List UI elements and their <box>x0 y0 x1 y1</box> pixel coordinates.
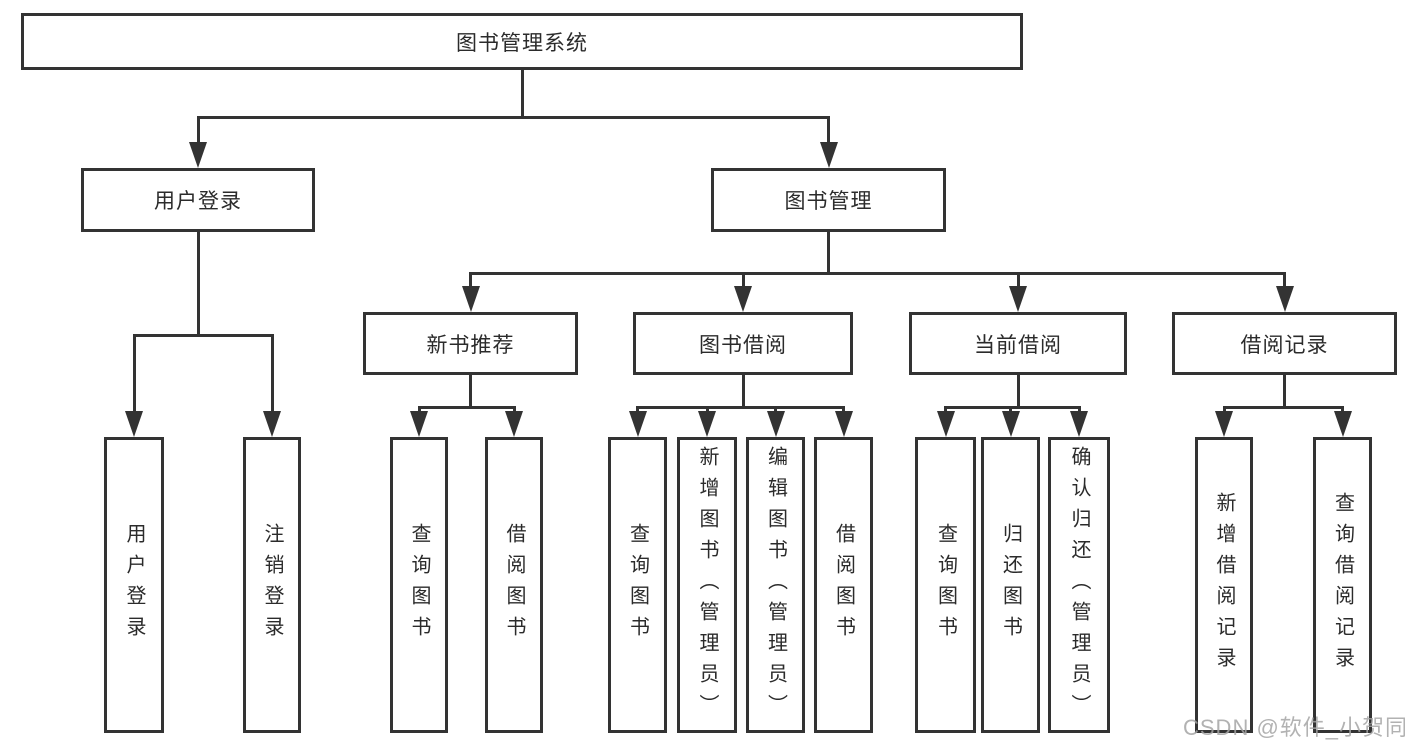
node-label: 新增图书（管理员） <box>696 445 718 725</box>
node-label: 图书借阅 <box>699 333 787 357</box>
connector-line <box>741 375 745 409</box>
node-label: 查询借阅记录 <box>1331 492 1354 678</box>
leaf-edit-books-admin: 编辑图书（管理员） <box>746 437 805 733</box>
arrowhead-icon <box>125 411 143 437</box>
node-label: 图书管理 <box>784 190 873 213</box>
node-book-borrowing: 图书借阅 <box>633 312 853 375</box>
connector-line <box>469 375 472 409</box>
node-label: 新增借阅记录 <box>1213 492 1235 678</box>
connector-line <box>270 335 274 415</box>
leaf-query-books-3: 查询图书 <box>915 437 976 733</box>
node-label: 查询图书 <box>408 523 430 647</box>
node-label: 编辑图书（管理员） <box>764 445 787 725</box>
node-user-login: 用户登录 <box>81 168 315 232</box>
leaf-return-books: 归还图书 <box>981 437 1040 733</box>
arrowhead-icon <box>1070 411 1088 437</box>
leaf-query-books-2: 查询图书 <box>608 437 667 733</box>
arrowhead-icon <box>834 411 853 437</box>
node-label: 借阅图书 <box>832 523 855 647</box>
node-label: 图书管理系统 <box>456 31 588 55</box>
connector-line <box>196 232 200 337</box>
node-current-borrowing: 当前借阅 <box>909 312 1127 375</box>
node-label: 当前借阅 <box>974 333 1062 357</box>
arrowhead-icon <box>263 411 281 437</box>
connector-line <box>1283 375 1286 409</box>
arrowhead-icon <box>819 142 838 168</box>
connector-line <box>469 273 472 290</box>
leaf-borrow-books-2: 借阅图书 <box>814 437 873 733</box>
connector-line <box>417 405 516 409</box>
node-book-management: 图书管理 <box>711 168 946 232</box>
connector-line <box>741 273 745 290</box>
node-label: 注销登录 <box>261 523 283 647</box>
arrowhead-icon <box>698 411 716 437</box>
arrowhead-icon <box>461 286 480 312</box>
arrowhead-icon <box>1215 411 1233 437</box>
connector-line <box>132 333 274 337</box>
node-library-management-system: 图书管理系统 <box>21 13 1023 70</box>
node-label: 用户登录 <box>154 190 242 213</box>
node-label: 归还图书 <box>999 523 1022 647</box>
arrowhead-icon <box>189 142 207 168</box>
arrowhead-icon <box>505 411 523 437</box>
arrowhead-icon <box>628 411 647 437</box>
leaf-add-borrow-record: 新增借阅记录 <box>1195 437 1253 733</box>
arrowhead-icon <box>1001 411 1020 437</box>
connector-line <box>827 117 830 146</box>
arrowhead-icon <box>1275 286 1294 312</box>
node-label: 用户登录 <box>123 523 145 647</box>
node-label: 查询图书 <box>626 523 649 647</box>
connector-line <box>1016 273 1020 290</box>
connector-line <box>469 271 1286 275</box>
leaf-user-login: 用户登录 <box>104 437 164 733</box>
node-new-book-recommendation: 新书推荐 <box>363 312 578 375</box>
arrowhead-icon <box>410 411 428 437</box>
connector-line <box>1222 405 1344 409</box>
node-borrowing-records: 借阅记录 <box>1172 312 1397 375</box>
arrowhead-icon <box>1333 411 1352 437</box>
node-label: 确认归还（管理员） <box>1068 445 1090 725</box>
leaf-borrow-books-1: 借阅图书 <box>485 437 543 733</box>
connector-line <box>1283 273 1286 290</box>
connector-line <box>196 115 830 119</box>
connector-line <box>636 405 845 409</box>
connector-line <box>1016 375 1020 409</box>
node-label: 查询图书 <box>934 523 957 647</box>
leaf-query-books-1: 查询图书 <box>390 437 448 733</box>
connector-line <box>520 70 524 119</box>
leaf-logout: 注销登录 <box>243 437 301 733</box>
connector-line <box>944 405 1081 409</box>
arrowhead-icon <box>734 286 752 312</box>
arrowhead-icon <box>766 411 785 437</box>
connector-line <box>827 232 830 275</box>
arrowhead-icon <box>936 411 955 437</box>
node-label: 借阅图书 <box>503 523 525 647</box>
node-label: 新书推荐 <box>426 333 515 357</box>
connector-line <box>132 335 136 415</box>
connector-line <box>196 117 200 146</box>
leaf-query-borrow-record: 查询借阅记录 <box>1313 437 1372 733</box>
watermark: CSDN @软件_小贺同学 <box>1183 715 1405 740</box>
leaf-add-books-admin: 新增图书（管理员） <box>677 437 737 733</box>
node-label: 借阅记录 <box>1240 333 1329 357</box>
arrowhead-icon <box>1009 286 1027 312</box>
leaf-confirm-return-admin: 确认归还（管理员） <box>1048 437 1110 733</box>
